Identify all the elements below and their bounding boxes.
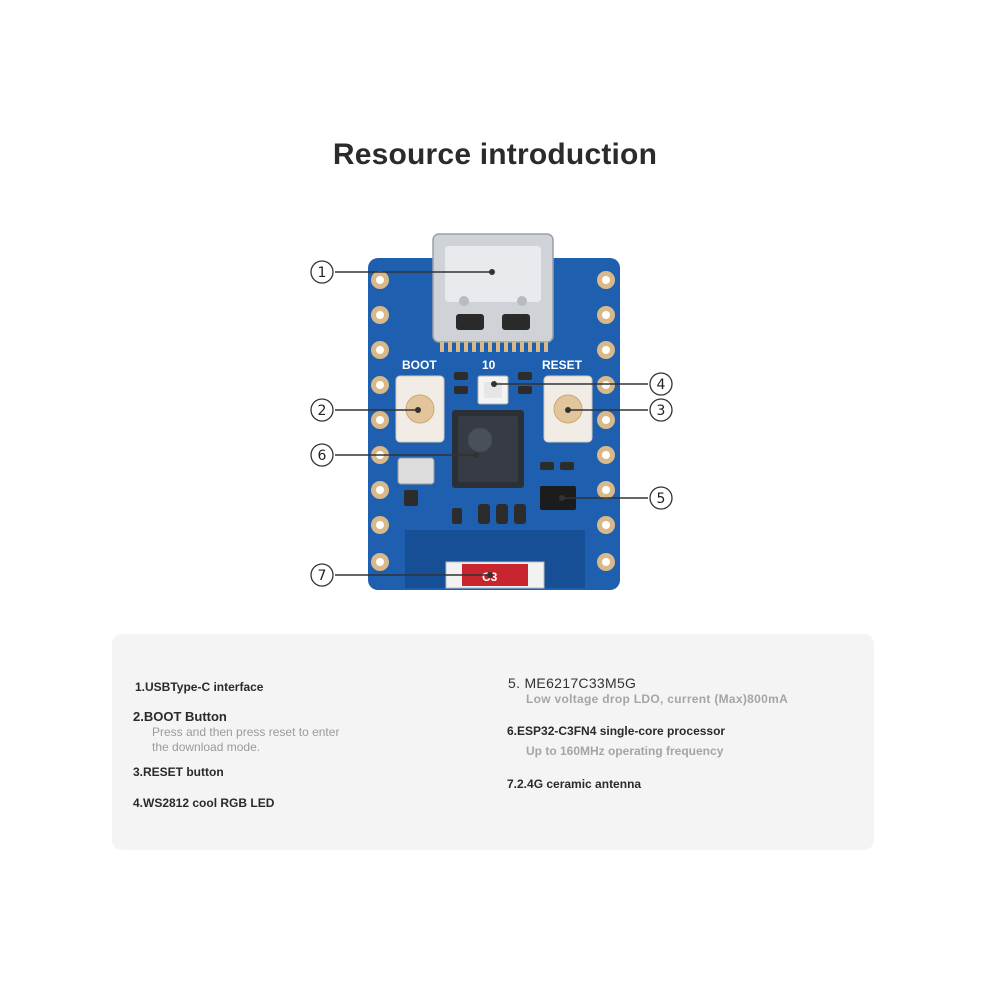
crystal-oscillator: [397, 457, 435, 485]
feature-antenna: 7.2.4G ceramic antenna: [507, 777, 642, 791]
rgb-led: [477, 375, 509, 405]
usb-pins: [440, 342, 548, 352]
svg-text:4: 4: [657, 377, 666, 393]
svg-text:7: 7: [318, 568, 327, 584]
usb-c-connector: [432, 233, 554, 343]
feature-boot-desc-1: Press and then press reset to enter: [152, 725, 340, 739]
svg-text:3: 3: [657, 403, 666, 419]
feature-esp32-desc: Up to 160MHz operating frequency: [526, 744, 724, 758]
svg-text:6: 6: [318, 448, 327, 464]
callout-7: 7: [310, 563, 334, 587]
feature-ldo-desc: Low voltage drop LDO, current (Max)800mA: [526, 692, 789, 706]
board-diagram: BOOT 10 RESET: [310, 233, 673, 590]
callout-1: 1: [310, 260, 334, 284]
reset-silkscreen: RESET: [542, 358, 583, 372]
boot-silkscreen: BOOT: [402, 358, 437, 372]
feature-esp32: 6.ESP32-C3FN4 single-core processor Up t…: [507, 724, 726, 758]
feature-rgb-led: 4.WS2812 cool RGB LED: [133, 796, 275, 810]
callout-6: 6: [310, 443, 334, 467]
svg-text:2: 2: [318, 403, 327, 419]
smd-components: [404, 372, 574, 524]
feature-boot-button: 2.BOOT Button Press and then press reset…: [133, 709, 340, 754]
callout-dots: [415, 269, 571, 578]
io-silkscreen: 10: [482, 358, 496, 372]
svg-text:5: 5: [657, 491, 666, 507]
callout-2: 2: [310, 398, 334, 422]
svg-text:1: 1: [318, 265, 327, 281]
callout-5: 5: [649, 486, 673, 510]
feature-reset-button: 3.RESET button: [133, 765, 224, 779]
feature-boot-desc-2: the download mode.: [152, 740, 261, 754]
callout-4: 4: [649, 372, 673, 396]
callout-lines: [335, 271, 648, 576]
feature-usb-c: 1.USBType-C interface: [135, 680, 264, 694]
feature-ldo: 5. ME6217C33M5G Low voltage drop LDO, cu…: [508, 675, 789, 706]
esp32-c3-chip: [452, 410, 524, 488]
feature-panel: [112, 634, 874, 850]
callout-3: 3: [649, 398, 673, 422]
ldo-regulator: [540, 486, 576, 510]
page-title: Resource introduction: [332, 138, 658, 171]
